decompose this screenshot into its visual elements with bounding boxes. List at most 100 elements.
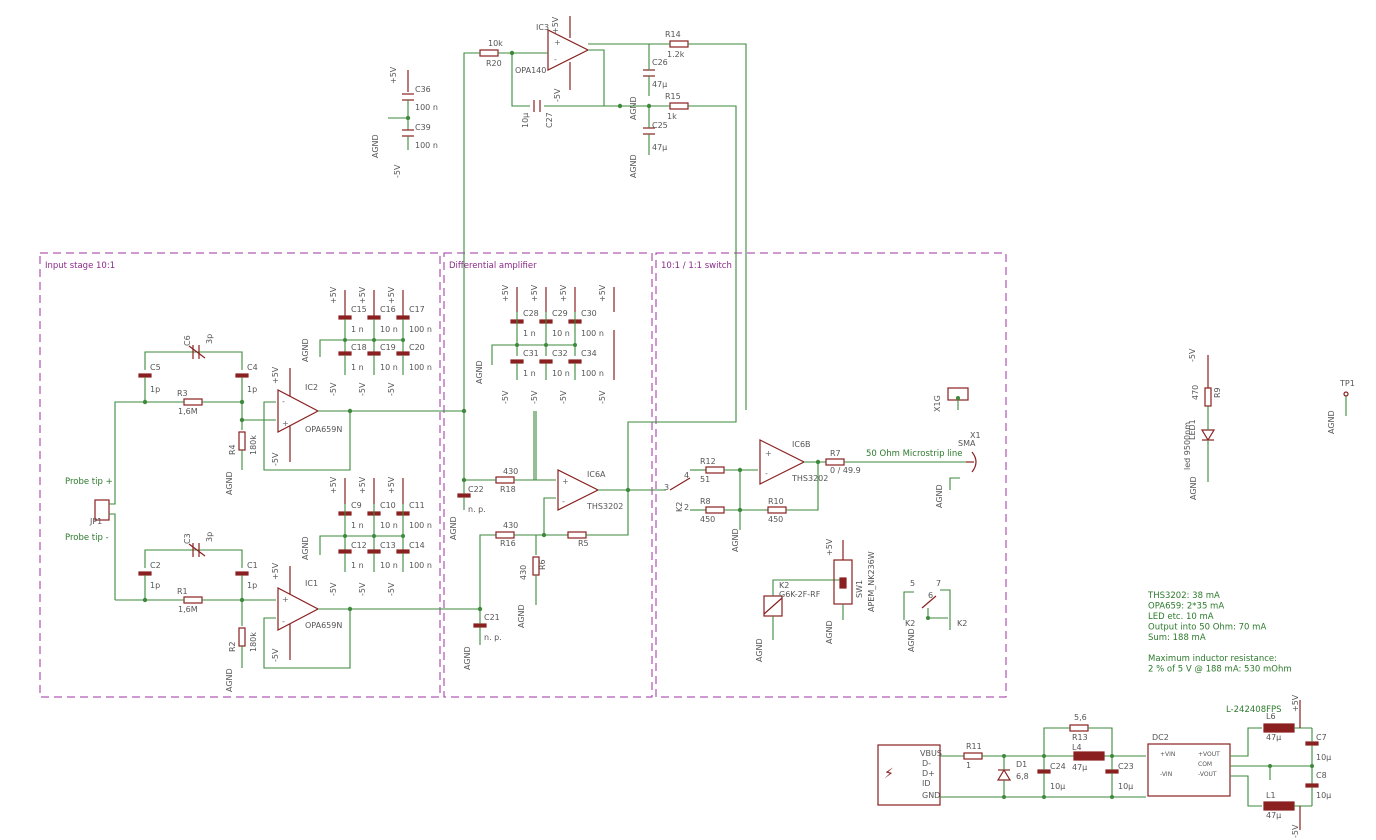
svg-text:1k: 1k: [667, 112, 677, 121]
svg-text:AGND: AGND: [449, 516, 458, 540]
svg-text:R5: R5: [578, 539, 589, 548]
svg-text:-5V: -5V: [271, 648, 280, 662]
svg-text:C16: C16: [380, 305, 396, 314]
svg-text:0 / 49.9: 0 / 49.9: [830, 466, 861, 475]
svg-text:C2: C2: [150, 561, 161, 570]
svg-text:1,6M: 1,6M: [178, 407, 198, 416]
svg-text:+: +: [562, 477, 569, 486]
l4-inductor: [1073, 751, 1105, 761]
svg-text:-5V: -5V: [393, 164, 402, 178]
ic6b-opamp: [759, 439, 806, 485]
svg-text:10 n: 10 n: [552, 329, 570, 338]
svg-text:C31: C31: [523, 349, 539, 358]
svg-text:DC2: DC2: [1152, 733, 1169, 742]
svg-text:SW1: SW1: [855, 580, 864, 598]
svg-text:10µ: 10µ: [1316, 791, 1331, 800]
svg-text:10µ: 10µ: [1118, 782, 1133, 791]
r16-resistor: [495, 531, 515, 539]
svg-text:R7: R7: [830, 449, 841, 458]
r15-resistor: [669, 102, 689, 110]
svg-text:X1: X1: [970, 431, 981, 440]
svg-text:-5V: -5V: [530, 390, 539, 404]
svg-text:-5V: -5V: [553, 88, 562, 102]
svg-text:AGND: AGND: [755, 638, 764, 662]
svg-text:led 9500nm: led 9500nm: [1183, 422, 1192, 470]
svg-text:100 n: 100 n: [409, 561, 432, 570]
svg-text:AGND: AGND: [935, 484, 944, 508]
svg-text:C36: C36: [415, 85, 431, 94]
svg-text:OPA659N: OPA659N: [305, 425, 342, 434]
svg-text:C5: C5: [150, 363, 161, 372]
svg-text:-5V: -5V: [598, 390, 607, 404]
svg-text:+5V: +5V: [387, 476, 396, 494]
svg-text:K2: K2: [905, 619, 915, 628]
svg-text:2: 2: [684, 503, 689, 512]
svg-text:AGND: AGND: [301, 338, 310, 362]
svg-text:100 n: 100 n: [409, 521, 432, 530]
r12-resistor: [705, 466, 725, 474]
microstrip-label: 50 Ohm Microstrip line: [866, 449, 963, 459]
ic1-opamp: [277, 587, 320, 631]
svg-text:450: 450: [700, 515, 715, 524]
note-line: 2 % of 5 V @ 188 mA: 530 mOhm: [1148, 665, 1292, 675]
svg-text:-: -: [282, 397, 285, 406]
svg-text:10k: 10k: [488, 39, 503, 48]
svg-text:AGND: AGND: [225, 668, 234, 692]
led-section: -5V 470 R9 LED1 led 9500nm AGND TP1 AGND: [1183, 348, 1355, 500]
svg-text:GND: GND: [922, 791, 940, 800]
svg-text:C6: C6: [183, 335, 192, 346]
ic1-decoupling: +5V +5V +5V C9 C10 C11 1 n 10 n 100 n AG…: [301, 476, 432, 596]
svg-text:+5V: +5V: [530, 284, 539, 302]
svg-text:7: 7: [936, 579, 941, 588]
ic3-label: IC3: [536, 23, 549, 32]
note-line: LED etc. 10 mA: [1148, 612, 1214, 622]
note-line: OPA659: 2*35 mA: [1148, 602, 1224, 612]
svg-text:-5V: -5V: [358, 382, 367, 396]
svg-text:10µ: 10µ: [1316, 753, 1331, 762]
svg-text:47µ: 47µ: [1072, 763, 1087, 772]
svg-text:R9: R9: [1213, 387, 1222, 398]
frame-switch-label: 10:1 / 1:1 switch: [661, 261, 732, 271]
svg-text:450: 450: [768, 515, 783, 524]
switch-section: 3 4 2 K2 R12 51 R8 450 AGND +- IC6B THS3…: [664, 387, 981, 662]
svg-text:4: 4: [684, 471, 689, 480]
frame-input-stage: [39, 252, 441, 698]
svg-text:-: -: [562, 497, 565, 506]
svg-text:C8: C8: [1316, 771, 1327, 780]
svg-text:C21: C21: [484, 613, 500, 622]
svg-text:R18: R18: [500, 485, 516, 494]
r13-resistor: [1069, 724, 1089, 732]
svg-text:C24: C24: [1050, 762, 1066, 771]
svg-text:VBUS: VBUS: [920, 749, 942, 758]
svg-text:+VOUT: +VOUT: [1198, 751, 1220, 758]
svg-text:+5V: +5V: [271, 562, 280, 580]
svg-text:R3: R3: [177, 389, 188, 398]
svg-text:-5V: -5V: [329, 382, 338, 396]
svg-text:100 n: 100 n: [409, 325, 432, 334]
lpart-label: L-242408FPS: [1226, 705, 1282, 715]
ic2-section: C6 3p C5 1p C4 1p R3 1,6M R4 180k AGND -…: [114, 334, 464, 500]
svg-text:C13: C13: [380, 541, 396, 550]
svg-text:-5V: -5V: [329, 582, 338, 596]
ic6-decoupling: +5V +5V +5V +5V C28 C29 C30 1 n 10 n 100…: [475, 284, 615, 404]
tp1-testpoint: [1343, 391, 1349, 397]
svg-text:-5V: -5V: [358, 582, 367, 596]
svg-text:C20: C20: [409, 343, 425, 352]
probe-plus-label: Probe tip +: [65, 477, 113, 487]
svg-text:ID: ID: [922, 779, 931, 788]
r14-resistor: [669, 40, 689, 48]
note-line: THS3202: 38 mA: [1147, 591, 1220, 601]
svg-text:AGND: AGND: [907, 628, 916, 652]
svg-text:C22: C22: [468, 485, 484, 494]
probe-minus-label: Probe tip -: [65, 533, 109, 543]
svg-text:C3: C3: [183, 533, 192, 544]
svg-text:C17: C17: [409, 305, 425, 314]
led1-diode: [1200, 429, 1216, 442]
dc2-converter: [1147, 743, 1231, 797]
svg-text:JP1: JP1: [89, 517, 102, 526]
c36-c39-section: +5V C36 100 n AGND C39 100 n -5V: [371, 66, 438, 178]
svg-text:D-: D-: [922, 759, 931, 768]
svg-text:R6: R6: [538, 559, 547, 570]
note-line: Sum: 188 mA: [1148, 633, 1206, 643]
svg-text:10 n: 10 n: [380, 325, 398, 334]
